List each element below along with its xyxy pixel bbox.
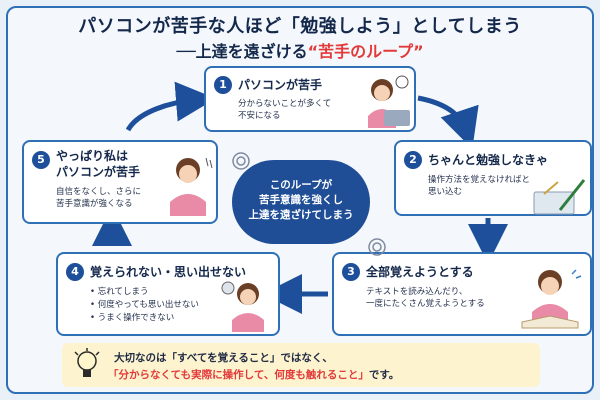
woman-writing-illustration	[533, 179, 586, 215]
step-title: ちゃんと勉強しなきゃ	[428, 153, 549, 167]
woman-sad-illustration	[170, 157, 213, 216]
step-description: 操作方法を覚えなければと思い込む	[428, 175, 531, 197]
arrow-1-to-2	[417, 95, 479, 149]
step-number: 2	[404, 151, 422, 169]
step-title: やっぱり私はパソコンが苦手	[56, 149, 141, 179]
step-number: 3	[342, 263, 360, 281]
step-1-card: 1 パソコンが苦手 分からないことが多くて不安になる	[204, 66, 416, 132]
key-message-highlight: 「分からなくても実際に操作して、何度も触れること」	[108, 369, 369, 381]
woman-reading-illustration	[521, 269, 582, 329]
center-cloud-swirl-right	[368, 238, 386, 256]
step-title: 覚えられない・思い出せない	[90, 265, 247, 279]
step-4-card: 4 覚えられない・思い出せない • 忘れてしまう • 何度やっても思い出せない …	[56, 252, 280, 336]
step-number: 1	[214, 76, 232, 94]
subtitle-lead: ──上達を遠ざける	[176, 42, 308, 61]
step-5-card: 5 やっぱり私はパソコンが苦手 自信をなくし、さらに苦手意識が強くなる	[22, 140, 218, 224]
key-message-line-2: 「分からなくても実際に操作して、何度も触れること」です。	[108, 367, 399, 382]
step-description: 自信をなくし、さらに苦手意識が強くなる	[56, 187, 142, 209]
step-number: 4	[66, 263, 84, 281]
page-title: パソコンが苦手な人ほど「勉強しよう」としてしまう	[78, 16, 522, 37]
lightbulb-icon	[74, 348, 100, 377]
step-description: テキストを読み込んだり、一度にたくさん覚えようとする	[366, 287, 485, 309]
step-title: パソコンが苦手	[238, 78, 323, 92]
key-message-tail: です。	[368, 369, 400, 381]
woman-laptop-illustration	[368, 75, 410, 128]
page-subtitle: ──上達を遠ざける“苦手のループ”	[0, 38, 600, 62]
arrow-5-to-1	[125, 81, 216, 132]
step-3-card: 3 全部覚えようとする テキストを読み込んだり、一度にたくさん覚えようとする	[332, 252, 592, 336]
step-title: 全部覚えようとする	[366, 265, 474, 279]
center-cloud-swirl-left	[232, 152, 250, 170]
woman-confused-illustration	[221, 281, 264, 332]
step-description: 分からないことが多くて不安になる	[238, 99, 332, 121]
key-message-box: 大切なのは「すべてを覚えること」ではなく、 「分からなくても実際に操作して、何度…	[62, 343, 540, 387]
step-bullets: • 忘れてしまう • 何度やっても思い出せない • うまく操作できない	[90, 287, 199, 323]
center-message: このループが 苦手意識を強くし 上達を遠ざけてしまう	[232, 160, 370, 244]
subtitle-highlight: “苦手のループ”	[307, 42, 424, 61]
key-message-line-1: 大切なのは「すべてを覚えること」ではなく、	[114, 352, 333, 364]
step-2-card: 2 ちゃんと勉強しなきゃ 操作方法を覚えなければと思い込む	[394, 140, 592, 216]
step-number: 5	[32, 151, 50, 169]
